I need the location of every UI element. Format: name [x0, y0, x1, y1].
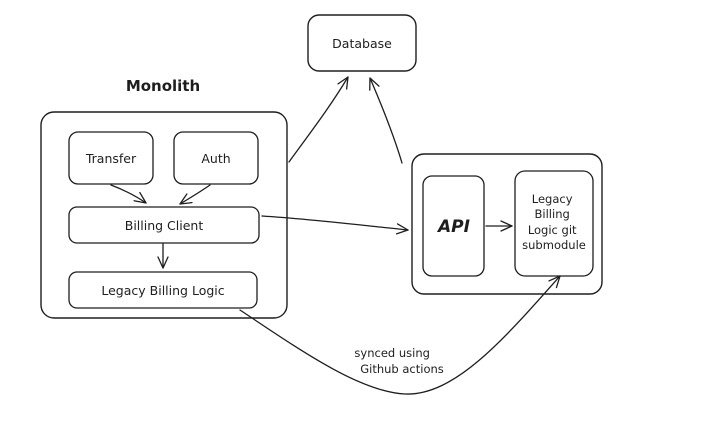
- api-label: API: [436, 217, 470, 237]
- submodule-line-3: Logic git: [528, 223, 577, 237]
- auth-label: Auth: [201, 151, 230, 166]
- sync-line-1: synced using: [354, 346, 430, 360]
- sync-annotation: synced using Github actions: [354, 346, 443, 376]
- edge-api-to-database: [369, 77, 403, 164]
- edge-auth-to-billing-client: [179, 184, 211, 205]
- auth-box: [173, 131, 259, 185]
- sync-line-2: Github actions: [360, 362, 444, 376]
- edge-sync-github-actions: [239, 275, 561, 395]
- edge-billing-client-to-api: [261, 215, 409, 235]
- legacy-billing-logic-label: Legacy Billing Logic: [101, 283, 224, 298]
- transfer-box: [68, 131, 154, 185]
- database-label: Database: [332, 36, 392, 51]
- transfer-label: Transfer: [85, 151, 137, 166]
- submodule-line-2: Billing: [535, 207, 570, 221]
- submodule-text: Legacy Billing Logic git submodule: [522, 192, 586, 252]
- submodule-line-4: submodule: [522, 238, 586, 252]
- database-box: [307, 14, 417, 72]
- monolith-title: Monolith: [126, 77, 200, 95]
- submodule-line-1: Legacy: [532, 192, 573, 206]
- billing-client-label: Billing Client: [125, 218, 204, 233]
- legacy-billing-logic-box: [68, 271, 258, 309]
- api-box: [422, 175, 485, 277]
- billing-client-box: [68, 206, 260, 244]
- edge-transfer-to-billing-client: [110, 184, 147, 204]
- edge-monolith-to-database: [288, 76, 349, 163]
